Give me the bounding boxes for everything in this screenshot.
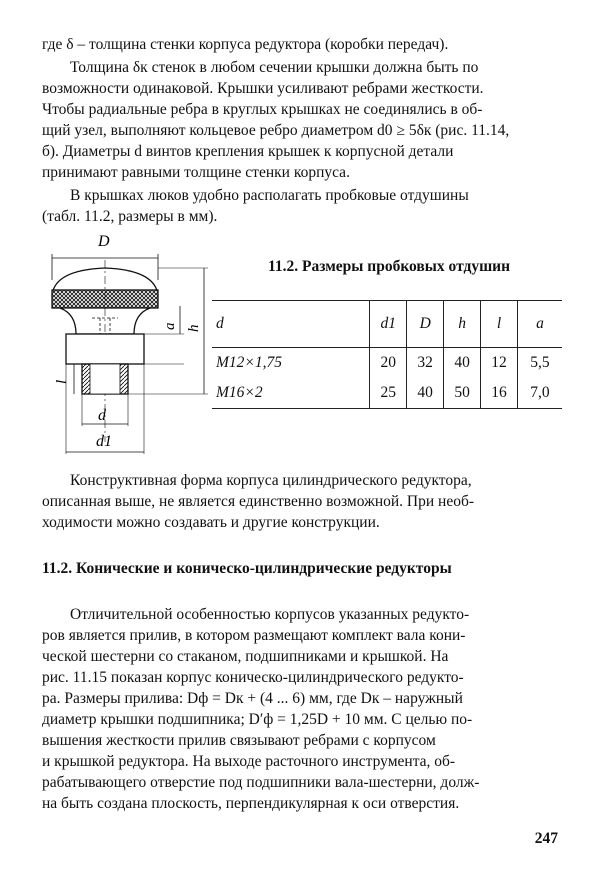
text-line: Чтобы радиальные ребра в круглых крышках… [42, 101, 483, 118]
column-header: d1 [369, 300, 407, 348]
dim-label-h: h [186, 325, 202, 333]
paragraph-intro: где δ – толщина стенки корпуса редуктора… [42, 34, 560, 55]
column-header: a [516, 300, 562, 348]
text-line: Отличительной особенностью корпусов указ… [70, 606, 470, 623]
table-row: M12×1,75 20 32 40 12 5,5 [212, 347, 562, 378]
text-line: ходимости можно создавать и другие конст… [42, 514, 380, 531]
text-line: рис. 11.15 показан корпус коническо-цили… [42, 669, 464, 686]
paragraph-vents: В крышках люков удобно располагать пробк… [42, 185, 560, 227]
text-line: ра. Размеры прилива: Dф = Dк + (4 ... 6)… [42, 690, 463, 707]
paragraph-design: Конструктивная форма корпуса цилиндричес… [42, 470, 560, 533]
column-header: h [443, 300, 481, 348]
table-cell: 7,0 [516, 378, 562, 409]
section-heading: 11.2. Конические и коническо-цилиндричес… [42, 560, 452, 577]
text-line: на быть создана плоскость, перпендикуляр… [42, 795, 460, 812]
table-row: M16×2 25 40 50 16 7,0 [212, 378, 562, 409]
table-cell: 40 [406, 378, 444, 409]
text-line: и крышкой редуктора. На выходе расточног… [42, 753, 456, 770]
text-line: вышения жесткости прилив связывают ребра… [42, 732, 436, 749]
page-number: 247 [534, 830, 558, 847]
dim-label-l: l [54, 380, 70, 384]
text-line: (табл. 11.2, размеры в мм). [42, 208, 218, 225]
dim-label-a: a [162, 323, 178, 331]
text-line: принимают равными толщине стенки корпуса… [42, 164, 350, 181]
table-cell: 20 [369, 347, 407, 378]
table-cell: 32 [406, 347, 444, 378]
text-line: ров является прилив, в котором размещают… [42, 627, 466, 644]
table-cell: 12 [480, 347, 518, 378]
text-line: рабатывающего отверстие под подшипники в… [42, 774, 480, 791]
table-cell: M16×2 [212, 378, 370, 409]
text-line: щий узел, выполняют кольцевое ребро диам… [42, 122, 510, 139]
table-title: 11.2. Размеры пробковых отдушин [268, 258, 511, 275]
column-header: l [480, 300, 518, 348]
dim-label-d1: d1 [96, 433, 112, 450]
vent-size-table: d d1 D h l a M12×1,75 20 32 40 12 5,5 M1… [212, 300, 562, 409]
table-cell: 16 [480, 378, 518, 409]
vent-plug-drawing: D a h l d d1 [51, 233, 208, 454]
dim-label-d: d [98, 407, 107, 424]
text-line: В крышках люков удобно располагать пробк… [70, 187, 469, 204]
text-line: описанная выше, не является единственно … [42, 493, 474, 510]
column-header: D [406, 300, 444, 348]
table-header-row: d d1 D h l a [212, 300, 562, 348]
paragraph-wall-thickness: Толщина δк стенок в любом сечении крышки… [42, 57, 560, 183]
table-cell: 5,5 [516, 347, 562, 378]
table-cell: 40 [443, 347, 481, 378]
text-line: б). Диаметры d винтов крепления крышек к… [42, 143, 454, 160]
dim-label-D: D [97, 233, 110, 250]
column-header: d [212, 300, 370, 348]
text-line: ческой шестерни со стаканом, подшипникам… [42, 648, 449, 665]
text-line: диаметр крышки подшипника; D′ф = 1,25D +… [42, 711, 473, 728]
text-line: Конструктивная форма корпуса цилиндричес… [70, 472, 472, 489]
table-cell: 25 [369, 378, 407, 409]
table-cell: 50 [443, 378, 481, 409]
table-cell: M12×1,75 [216, 354, 282, 371]
text-line: где δ – толщина стенки корпуса редуктора… [42, 36, 449, 53]
text-line: возможности одинаковой. Крышки усиливают… [42, 80, 484, 97]
paragraph-bevel-gearboxes: Отличительной особенностью корпусов указ… [42, 604, 560, 814]
text-line: Толщина δк стенок в любом сечении крышки… [70, 59, 479, 76]
